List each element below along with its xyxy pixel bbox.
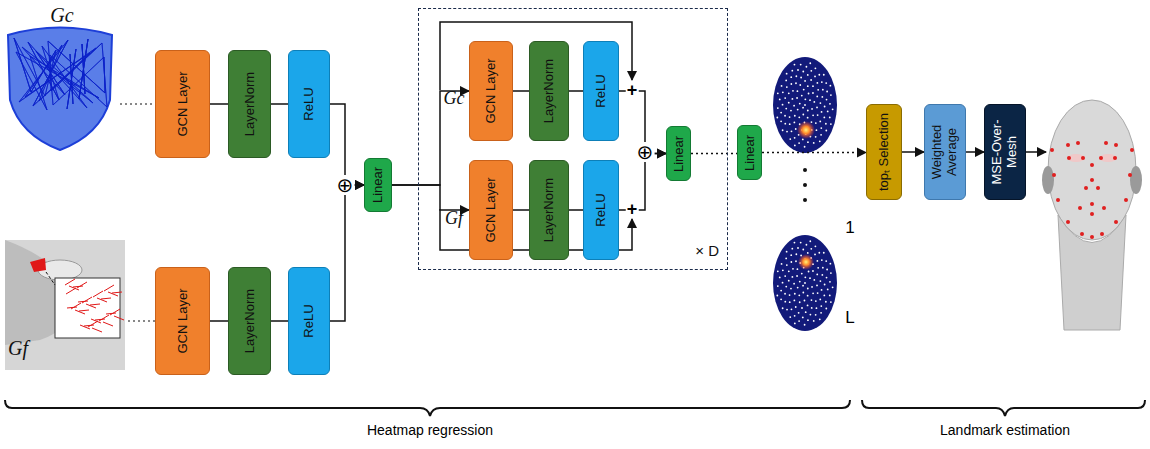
- average-box: Weighted Average: [924, 104, 966, 200]
- block-label: Linear: [371, 162, 386, 208]
- linear-box: Linear: [666, 126, 691, 181]
- heatmap-face: [773, 57, 837, 331]
- connector: [966, 151, 984, 153]
- repeat-count: × D: [695, 242, 719, 259]
- block-label: Weighted Average: [930, 108, 960, 196]
- block-label: LayerNorm: [242, 54, 257, 154]
- block-label: ReLU: [302, 54, 317, 154]
- block-label: ReLU: [302, 271, 317, 371]
- block-label: LayerNorm: [242, 271, 257, 371]
- bracket: [5, 400, 850, 416]
- connector: [210, 103, 228, 105]
- connector: [902, 151, 924, 153]
- graph-symbol: Gc: [444, 88, 465, 109]
- connector: [271, 320, 288, 322]
- block-label: MSE-Over-Mesh: [990, 108, 1020, 196]
- output-arrow: [1026, 151, 1046, 153]
- concat-symbol: ⊕: [336, 175, 355, 195]
- loss-box: MSE-Over-Mesh: [984, 104, 1026, 200]
- linear-box: Linear: [737, 125, 762, 180]
- connector: [691, 153, 737, 155]
- gcn-layer-box: GCN Layer: [469, 160, 513, 260]
- linear-box: Linear: [364, 158, 392, 212]
- leader-line: [120, 104, 155, 105]
- block-label: GCN Layer: [175, 54, 190, 154]
- connector: [330, 104, 364, 185]
- graph-symbol: Gf: [8, 337, 28, 360]
- connector: [271, 103, 288, 105]
- block-label: Linear: [671, 130, 686, 177]
- block-label: Linear: [742, 129, 757, 176]
- block-label: GCN Layer: [484, 45, 499, 137]
- block-label: GCN Layer: [484, 164, 499, 256]
- concat-symbol: ⊕: [636, 142, 655, 162]
- gcn-layer-box: GCN Layer: [155, 50, 210, 158]
- bracket: [862, 400, 1145, 416]
- leader-line: [128, 321, 155, 322]
- connector: [330, 185, 364, 321]
- connector: [210, 320, 228, 322]
- block-label: ReLU: [594, 45, 609, 137]
- block-label: topₜ Selection: [877, 108, 892, 196]
- sum-sign: +: [626, 200, 639, 218]
- coarse-graph: [8, 28, 112, 151]
- section-label: Landmark estimation: [940, 422, 1070, 438]
- fine-graph-face: [5, 240, 125, 370]
- connector: [513, 90, 529, 92]
- heatmap-index: 1: [845, 218, 854, 238]
- repeat-block: × DGCN LayerLayerNormReLUGCN LayerLayerN…: [418, 8, 728, 270]
- relu-box: ReLU: [288, 50, 330, 158]
- layernorm-box: LayerNorm: [529, 41, 569, 141]
- connector: [513, 209, 529, 211]
- selection-box: topₜ Selection: [866, 104, 902, 200]
- relu-box: ReLU: [583, 41, 619, 141]
- relu-box: ReLU: [583, 160, 619, 260]
- head-with-landmarks: [1042, 100, 1142, 330]
- connector: [569, 209, 583, 211]
- layernorm-box: LayerNorm: [228, 50, 271, 158]
- graph-symbol: Gc: [50, 4, 73, 27]
- connector: [762, 152, 866, 154]
- block-label: GCN Layer: [175, 271, 190, 371]
- gcn-layer-box: GCN Layer: [469, 41, 513, 141]
- gcn-layer-box: GCN Layer: [155, 267, 210, 375]
- block-label: ReLU: [594, 164, 609, 256]
- section-label: Heatmap regression: [367, 422, 493, 438]
- graph-symbol: Gf: [445, 208, 463, 229]
- heatmap-index: L: [845, 308, 854, 328]
- layernorm-box: LayerNorm: [228, 267, 271, 375]
- sum-sign: +: [626, 81, 639, 99]
- layernorm-box: LayerNorm: [529, 160, 569, 260]
- block-label: LayerNorm: [542, 45, 557, 137]
- relu-box: ReLU: [288, 267, 330, 375]
- connector: [392, 185, 469, 210]
- block-label: LayerNorm: [542, 164, 557, 256]
- connector: [569, 90, 583, 92]
